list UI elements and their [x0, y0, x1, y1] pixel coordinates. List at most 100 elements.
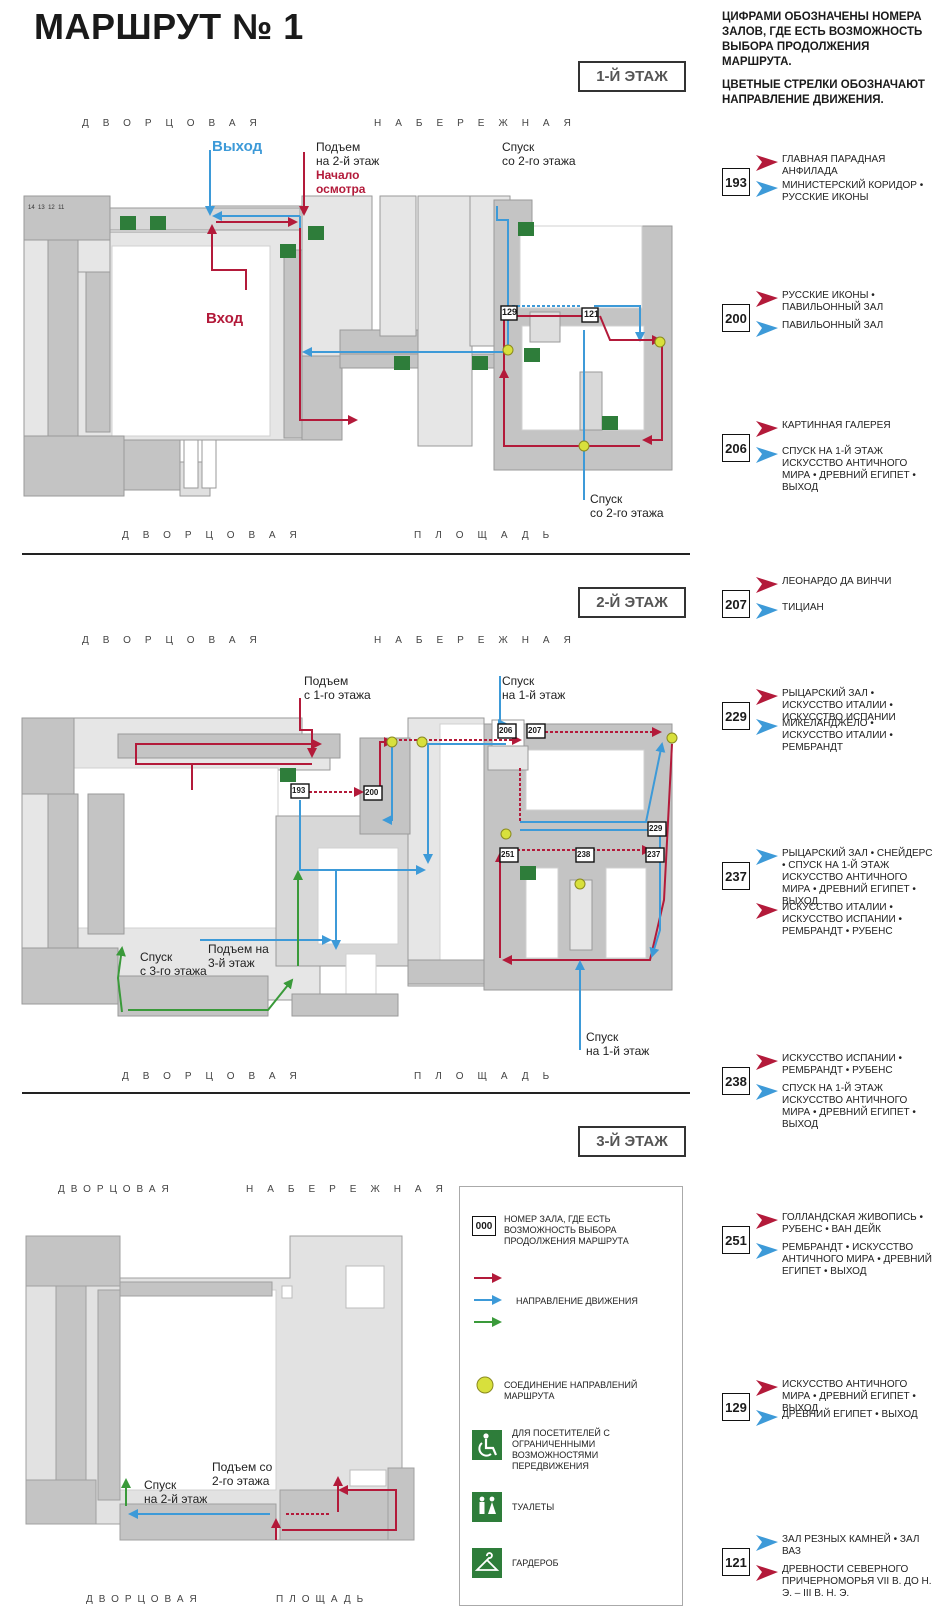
red-arrow-icon — [756, 421, 778, 437]
floor2-routes — [115, 676, 673, 1050]
floor1-entrance-label[interactable]: Вход — [206, 310, 244, 327]
floor1-room-11: 11 — [58, 205, 65, 211]
floor2-badge[interactable]: 2-Й ЭТАЖ — [578, 587, 686, 618]
red-arrow-icon — [756, 155, 778, 171]
red-arrow-icon — [756, 1213, 778, 1229]
floor1-down-from-2-bottom: Спуск со 2-го этажа — [590, 492, 664, 520]
blue-arrow-icon — [756, 1243, 778, 1259]
floor1-plan — [23, 195, 673, 497]
key-blue-route-text: РЫЦАРСКИЙ ЗАЛ • СНЕЙДЕРС • СПУСК НА 1-Й … — [782, 848, 933, 907]
red-arrow-icon — [756, 903, 778, 919]
key-room-251[interactable]: 251 ГОЛЛАНДСКАЯ ЖИВОПИСЬ • РУБЕНС • ВАН Д… — [722, 1212, 934, 1302]
key-room-number[interactable]: 237 — [722, 862, 750, 890]
key-blue-route-text: СПУСК НА 1-Й ЭТАЖ ИСКУССТВО АНТИЧНОГО МИ… — [782, 1083, 916, 1130]
key-room-207[interactable]: 207 ЛЕОНАРДО ДА ВИНЧИ ТИЦИАН — [722, 576, 934, 666]
red-arrow-icon — [756, 1380, 778, 1396]
blue-arrow-icon — [756, 1084, 778, 1100]
floor2-street-bottom-b: ПЛОЩАДЬ — [414, 1071, 564, 1082]
red-arrow-icon — [756, 1054, 778, 1070]
key-room-129[interactable]: 129 ИСКУССТВО АНТИЧНОГО МИРА • ДРЕВНИЙ ЕГ… — [722, 1379, 934, 1469]
floor2-choice-207[interactable]: 207 — [528, 726, 542, 735]
page-title: МАРШРУТ № 1 — [34, 6, 304, 47]
legend-junction: СОЕДИНЕНИЕ НАПРАВЛЕНИЙ МАРШРУТА — [504, 1380, 638, 1401]
floor1-street-top-b: НАБЕРЕЖНАЯ — [374, 118, 585, 129]
red-arrow-icon — [756, 1565, 778, 1581]
floor3-street-bottom-b: ПЛОЩАДЬ — [276, 1594, 370, 1605]
legend-sample-room-box: 000 — [472, 1216, 496, 1236]
floor2-choice-193[interactable]: 193 — [292, 786, 306, 795]
key-room-number[interactable]: 121 — [722, 1548, 750, 1576]
intro-line-arrows: ЦВЕТНЫЕ СТРЕЛКИ ОБОЗНАЧАЮТ НАПРАВЛЕНИЕ Д… — [722, 79, 925, 106]
wardrobe-icon — [472, 1548, 502, 1578]
key-red-route-text: ДРЕВНОСТИ СЕВЕРНОГО ПРИЧЕРНОМОРЬЯ VII В.… — [782, 1564, 932, 1599]
floor2-choice-206[interactable]: 206 — [499, 726, 513, 735]
floor1-exit-label[interactable]: Выход — [212, 138, 263, 155]
key-room-121[interactable]: 121 ЗАЛ РЕЗНЫХ КАМНЕЙ • ЗАЛ ВАЗ ДРЕВНОСТИ … — [722, 1534, 934, 1612]
key-red-route-text: ЛЕОНАРДО ДА ВИНЧИ — [782, 576, 892, 587]
intro-text: ЦИФРАМИ ОБОЗНАЧЕНЫ НОМЕРА ЗАЛОВ, ГДЕ ЕСТ… — [722, 10, 932, 108]
floor3-up-from-2: Подъем со 2-го этажа — [212, 1460, 273, 1488]
floor2-junctions — [386, 732, 678, 890]
key-blue-route-text: РЕМБРАНДТ • ИСКУССТВО АНТИЧНОГО МИРА • Д… — [782, 1242, 932, 1277]
key-blue-route-text: ПАВИЛЬОННЫЙ ЗАЛ — [782, 320, 884, 331]
key-red-route-text: ИСКУССТВО ИСПАНИИ • РЕМБРАНДТ • РУБЕНС — [782, 1053, 902, 1076]
floor1-tour-start[interactable]: Начало осмотра — [316, 168, 366, 196]
floor2-street-top-a: ДВОРЦОВАЯ — [82, 635, 271, 646]
floor1-badge[interactable]: 1-Й ЭТАЖ — [578, 61, 686, 92]
floor2-choice-229[interactable]: 229 — [649, 824, 663, 833]
blue-arrow-icon — [756, 1410, 778, 1426]
key-room-237[interactable]: 237 РЫЦАРСКИЙ ЗАЛ • СНЕЙДЕРС • СПУСК НА 1… — [722, 848, 934, 938]
blue-arrow-icon — [756, 181, 778, 197]
key-red-route-text: РЫЦАРСКИЙ ЗАЛ • ИСКУССТВО ИТАЛИИ • ИСКУС… — [782, 688, 896, 723]
floor1-routes — [205, 150, 663, 500]
floor2-choice-237[interactable]: 237 — [647, 850, 661, 859]
red-arrow-icon — [756, 291, 778, 307]
key-room-number[interactable]: 207 — [722, 590, 750, 618]
key-room-number[interactable]: 129 — [722, 1393, 750, 1421]
key-room-number[interactable]: 200 — [722, 304, 750, 332]
floor2-choice-200[interactable]: 200 — [365, 788, 379, 797]
key-blue-route-text: МИНИСТЕРСКИЙ КОРИДОР • РУССКИЕ ИКОНЫ — [782, 180, 924, 203]
floor1-room-14: 14 — [28, 205, 35, 211]
red-arrow-icon — [756, 689, 778, 705]
legend-junction-icon — [476, 1376, 494, 1394]
key-room-number[interactable]: 229 — [722, 702, 750, 730]
key-red-route-text: ИСКУССТВО АНТИЧНОГО МИРА • ДРЕВНИЙ ЕГИПЕ… — [782, 1379, 916, 1414]
floor1-choice-121[interactable]: 121 — [584, 309, 600, 319]
floor1-up-to-2: Подъем на 2-й этаж — [316, 140, 380, 168]
legend-accessible: ДЛЯ ПОСЕТИТЕЛЕЙ С ОГРАНИЧЕННЫМИ ВОЗМОЖНО… — [512, 1428, 610, 1471]
key-room-number[interactable]: 251 — [722, 1226, 750, 1254]
key-blue-route-text: ТИЦИАН — [782, 602, 824, 613]
floor2-choice-251[interactable]: 251 — [501, 850, 515, 859]
legend-direction-arrows — [474, 1273, 502, 1327]
floor2-choice-238[interactable]: 238 — [577, 850, 591, 859]
floor3-routes — [121, 1476, 397, 1540]
key-room-229[interactable]: 229 РЫЦАРСКИЙ ЗАЛ • ИСКУССТВО ИТАЛИИ • ИС… — [722, 688, 934, 778]
key-room-238[interactable]: 238 ИСКУССТВО ИСПАНИИ • РЕМБРАНДТ • РУБЕН… — [722, 1053, 934, 1143]
floor2-up-to-3: Подъем на 3-й этаж — [208, 942, 269, 970]
key-blue-route-text: ЗАЛ РЕЗНЫХ КАМНЕЙ • ЗАЛ ВАЗ — [782, 1534, 920, 1557]
floor1-junctions — [502, 336, 666, 452]
blue-arrow-icon — [756, 603, 778, 619]
legend-wardrobe: ГАРДЕРОБ — [512, 1558, 559, 1568]
floor1-room-labels: 14 13 12 11 — [28, 204, 108, 212]
floor3-plan — [25, 1235, 415, 1541]
key-room-number[interactable]: 193 — [722, 168, 750, 196]
floor1-street-top-a: ДВОРЦОВАЯ — [82, 118, 271, 129]
blue-arrow-icon — [756, 447, 778, 463]
floor1-choice-129[interactable]: 129 — [502, 307, 518, 317]
key-room-number[interactable]: 206 — [722, 434, 750, 462]
floor-separator-1 — [22, 553, 690, 555]
key-blue-route-text: ДРЕВНИЙ ЕГИПЕТ • ВЫХОД — [782, 1409, 918, 1420]
floor3-badge[interactable]: 3-Й ЭТАЖ — [578, 1126, 686, 1157]
key-red-route-text: ГОЛЛАНДСКАЯ ЖИВОПИСЬ • РУБЕНС • ВАН ДЕЙК — [782, 1212, 924, 1235]
key-room-number[interactable]: 238 — [722, 1067, 750, 1095]
floor2-choice-boxes — [290, 723, 667, 863]
floor2-street-bottom-a: ДВОРЦОВАЯ — [122, 1071, 311, 1082]
key-red-route-text: ИСКУССТВО ИТАЛИИ • ИСКУССТВО ИСПАНИИ • Р… — [782, 902, 902, 937]
key-blue-route-text: МИКЕЛАНДЖЕЛО • ИСКУССТВО ИТАЛИИ • РЕМБРА… — [782, 718, 893, 753]
floor3-street-top-b: НАБЕРЕЖНАЯ — [246, 1184, 457, 1195]
